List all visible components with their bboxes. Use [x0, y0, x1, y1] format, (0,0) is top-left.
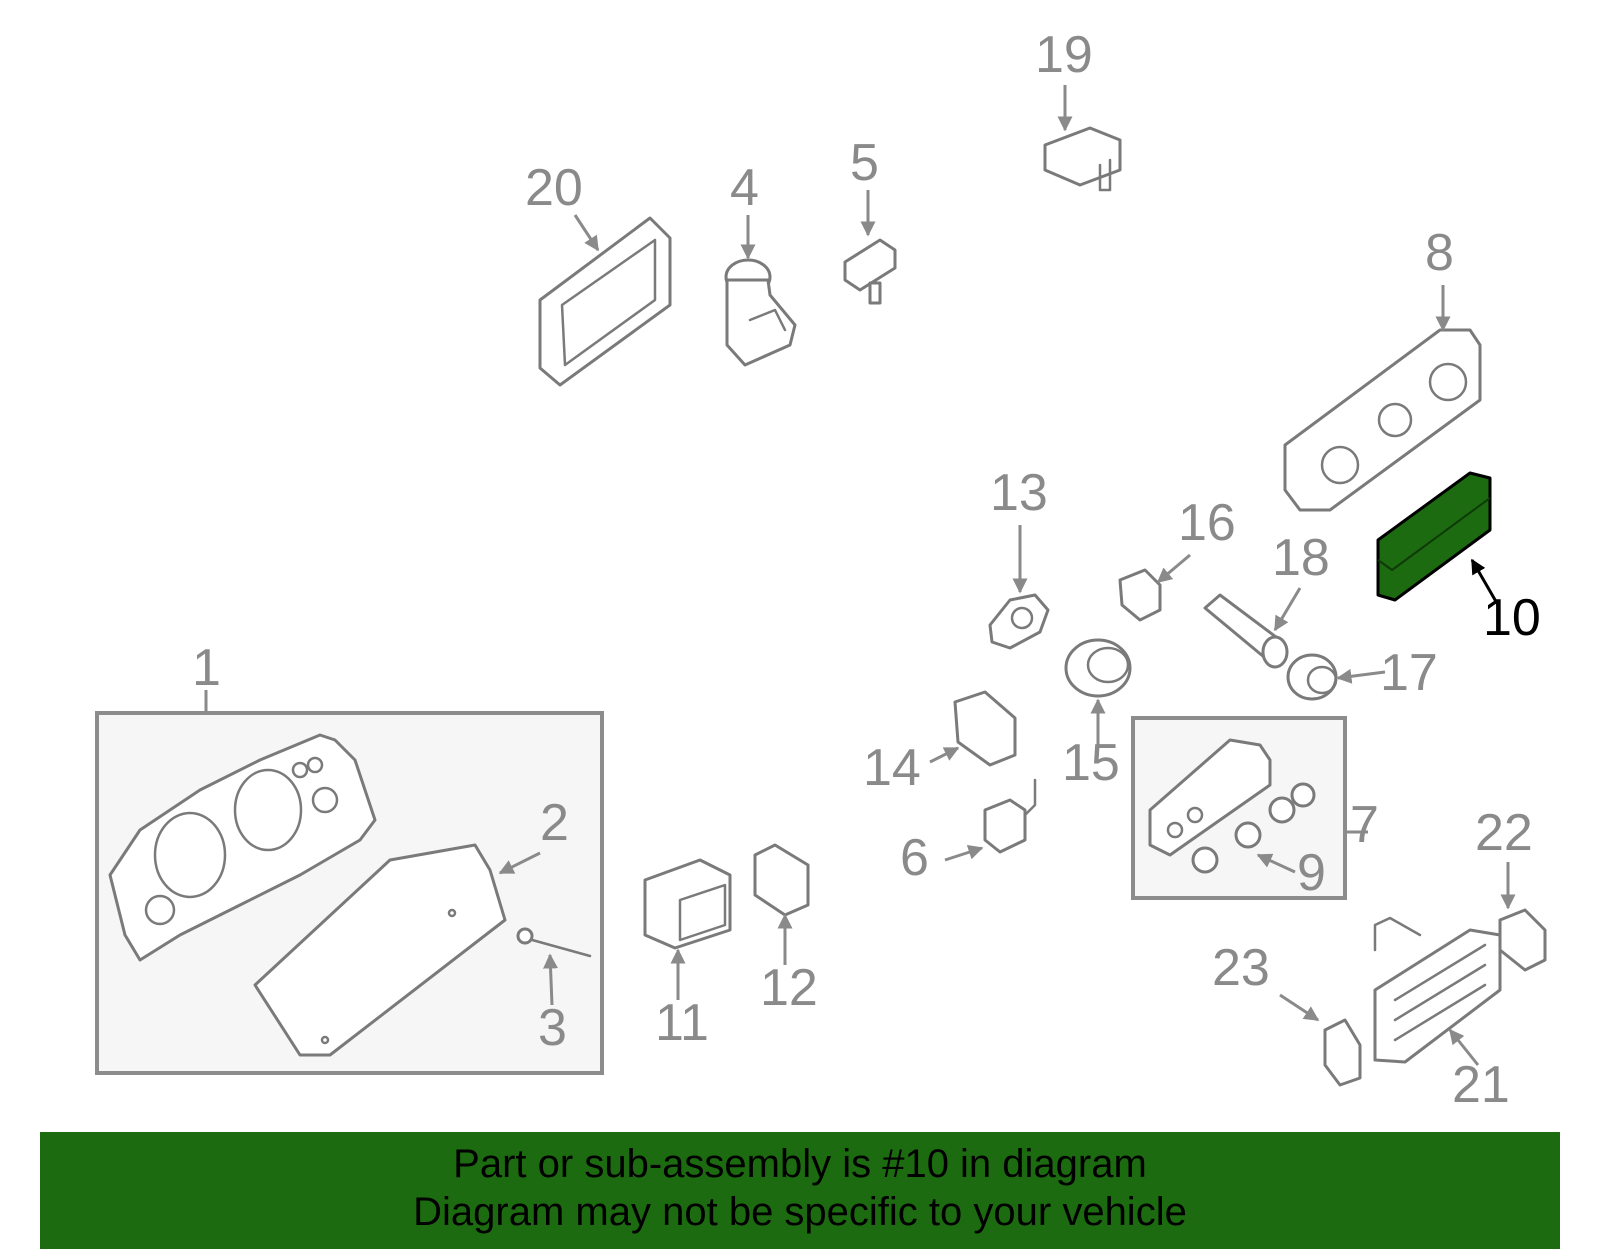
part-5-switch[interactable]: [843, 238, 897, 305]
part-9-knobs[interactable]: [1191, 782, 1316, 874]
leader-lines: [204, 85, 1516, 1066]
banner-line-1: Part or sub-assembly is #10 in diagram: [453, 1142, 1147, 1186]
part-22-knob[interactable]: [1498, 908, 1547, 972]
part-3-screw[interactable]: [516, 927, 592, 958]
part-15-dial[interactable]: [1064, 638, 1132, 698]
callout-12: 12: [760, 959, 818, 1017]
callout-17: 17: [1380, 644, 1438, 702]
part-16-switch[interactable]: [1118, 568, 1162, 622]
callout-7: 7: [1350, 796, 1379, 854]
callout-labels: 1 2 3 4 5 6 7 8 9 10 11 12 13 14 15 16 1…: [192, 26, 1541, 1114]
part-19-module[interactable]: [1043, 126, 1122, 192]
part-14-switch[interactable]: [953, 690, 1017, 767]
banner-line-2: Diagram may not be specific to your vehi…: [413, 1190, 1187, 1234]
part-11-module[interactable]: [643, 858, 732, 950]
info-banner: Part or sub-assembly is #10 in diagram D…: [40, 1132, 1560, 1249]
callout-9: 9: [1297, 844, 1326, 902]
leader-20: [573, 214, 600, 252]
leader-14: [929, 746, 960, 764]
part-13-knob[interactable]: [988, 593, 1050, 650]
callout-20: 20: [525, 159, 583, 217]
leader-10: [1470, 558, 1500, 606]
part-18-lighter[interactable]: [1203, 593, 1289, 669]
leader-17: [1336, 668, 1386, 684]
part-6-sensor[interactable]: [983, 778, 1037, 854]
callout-16: 16: [1178, 494, 1236, 552]
leader-9: [1256, 853, 1296, 874]
part-17-knob[interactable]: [1286, 653, 1338, 701]
callout-13: 13: [990, 464, 1048, 522]
leader-18: [1273, 587, 1302, 632]
callout-6: 6: [900, 829, 929, 887]
parts-diagram: 1 2 3 4 5 6 7 8 9 10 11 12 13 14 15 16 1…: [95, 26, 1547, 1114]
part-7-panel-assembly[interactable]: [1148, 738, 1272, 857]
callout-23: 23: [1212, 939, 1270, 997]
callout-3: 3: [538, 999, 567, 1057]
part-12-switch[interactable]: [753, 843, 810, 917]
callout-14: 14: [863, 739, 921, 797]
callout-22: 22: [1475, 804, 1533, 862]
callout-1: 1: [192, 639, 221, 697]
part-2-cluster-lens[interactable]: [253, 843, 507, 1057]
part-8-climate-panel[interactable]: [1283, 328, 1482, 512]
leader-6: [944, 845, 984, 862]
leader-2: [498, 851, 541, 875]
part-10-control-module[interactable]: [1376, 471, 1492, 602]
callout-15: 15: [1062, 734, 1120, 792]
callout-10: 10: [1483, 589, 1541, 647]
callout-19: 19: [1035, 26, 1093, 84]
leader-16: [1156, 553, 1191, 584]
part-4-sensor[interactable]: [724, 258, 797, 367]
callout-8: 8: [1425, 224, 1454, 282]
callout-11: 11: [655, 994, 709, 1052]
callout-18: 18: [1272, 529, 1330, 587]
part-23-knob[interactable]: [1323, 1018, 1362, 1087]
part-21-control-panel[interactable]: [1373, 916, 1502, 1064]
callout-21: 21: [1452, 1056, 1510, 1114]
leader-21: [1448, 1028, 1480, 1066]
callout-2: 2: [540, 794, 569, 852]
part-1-instrument-cluster[interactable]: [108, 733, 377, 962]
callout-5: 5: [850, 134, 879, 192]
part-20-display[interactable]: [538, 216, 672, 387]
callout-4: 4: [730, 159, 759, 217]
leader-23: [1279, 993, 1320, 1022]
leader-3: [543, 953, 559, 1006]
